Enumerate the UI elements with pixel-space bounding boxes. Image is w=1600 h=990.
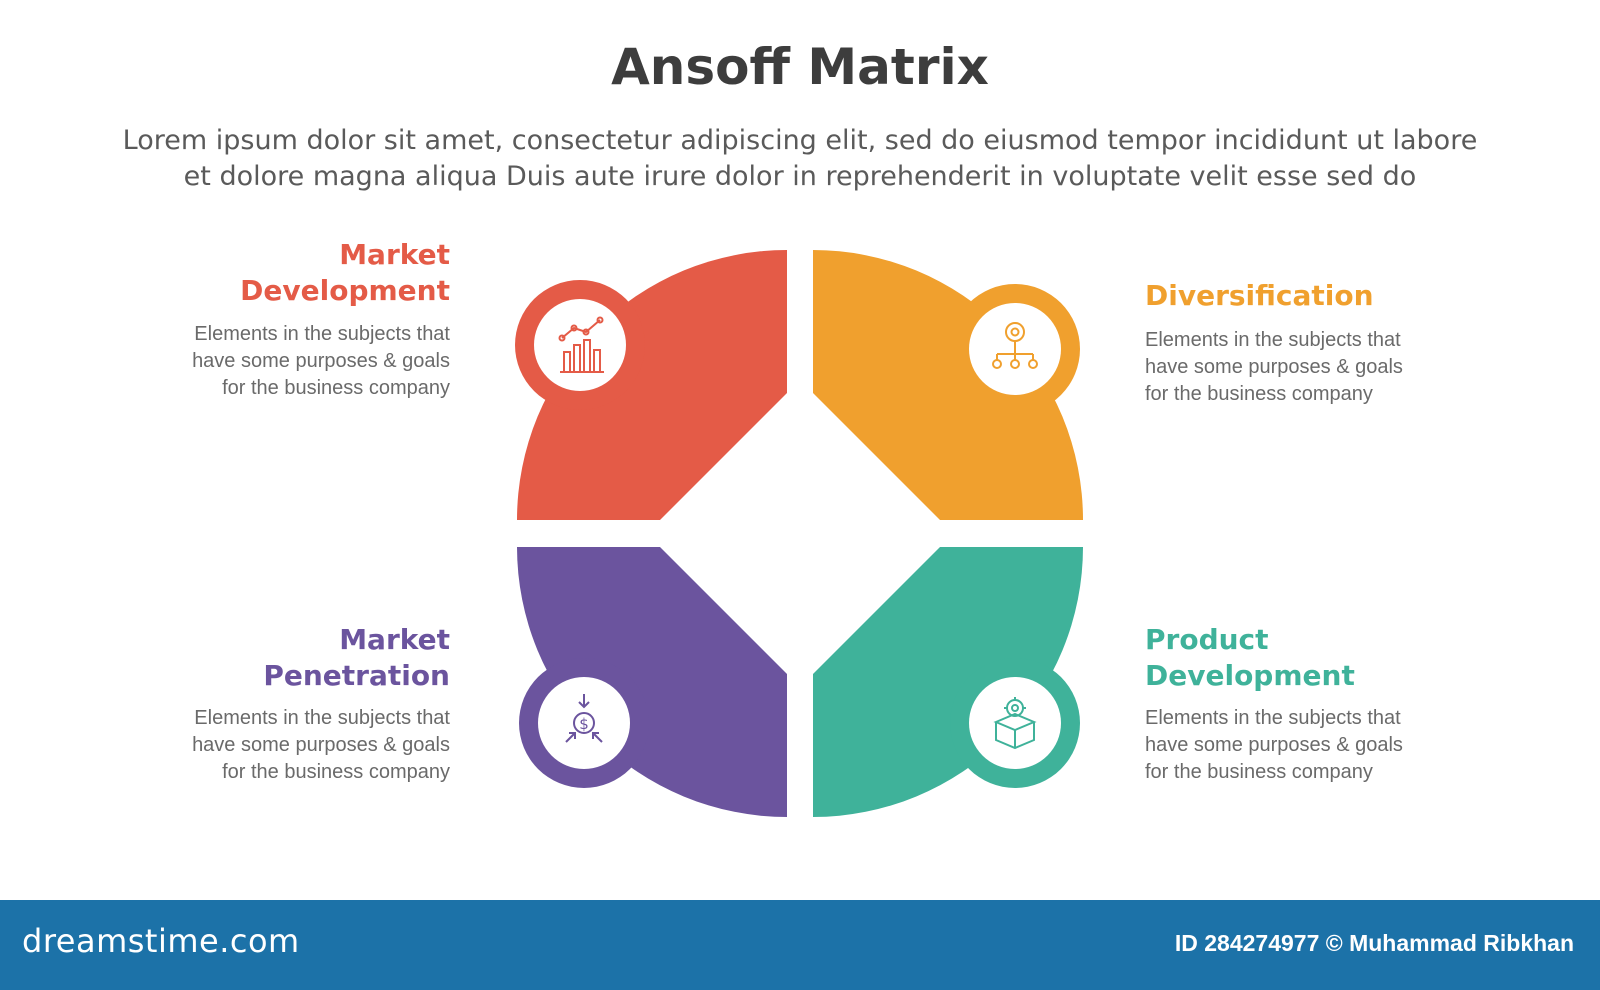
subtitle-line: Lorem ipsum dolor sit amet, consectetur … [122,125,1478,156]
dollar-target-icon: $ [565,694,603,743]
market-development-title: Market Development [240,238,450,307]
bar-chart-trend-icon [558,316,604,373]
box-gear-icon [993,697,1037,750]
market-penetration-description: Elements in the subjects that have some … [192,707,450,783]
diversification-title: Diversification [1145,279,1374,312]
subtitle-line: et dolore magna aliqua Duis aute irure d… [183,161,1417,192]
footer-brand-logo[interactable]: dreamstime.com [22,922,300,960]
footer-bar: dreamstime.com ID 284274977 © Muhammad R… [0,900,1600,990]
quadrant-product-development [813,547,1083,817]
page-subtitle: Lorem ipsum dolor sit amet, consectetur … [60,123,1540,195]
quadrant-diversification [813,250,1083,520]
diversification-description: Elements in the subjects that have some … [1145,329,1403,405]
icon-badge [969,677,1061,769]
quadrant-market-development [517,250,787,520]
svg-text:$: $ [579,715,589,733]
product-development-description: Elements in the subjects that have some … [1145,707,1403,783]
icon-badge [538,677,630,769]
quadrant-market-penetration [517,547,787,817]
hierarchy-icon [992,322,1038,369]
footer-image-credit: ID 284274977 © Muhammad Ribkhan [1174,930,1574,956]
page-title: Ansoff Matrix [611,38,989,96]
market-penetration-title: Market Penetration [263,623,450,692]
ansoff-quadrant-diagram: $ [515,250,1083,817]
market-development-description: Elements in the subjects that have some … [192,323,450,399]
product-development-title: Product Development [1145,623,1355,692]
